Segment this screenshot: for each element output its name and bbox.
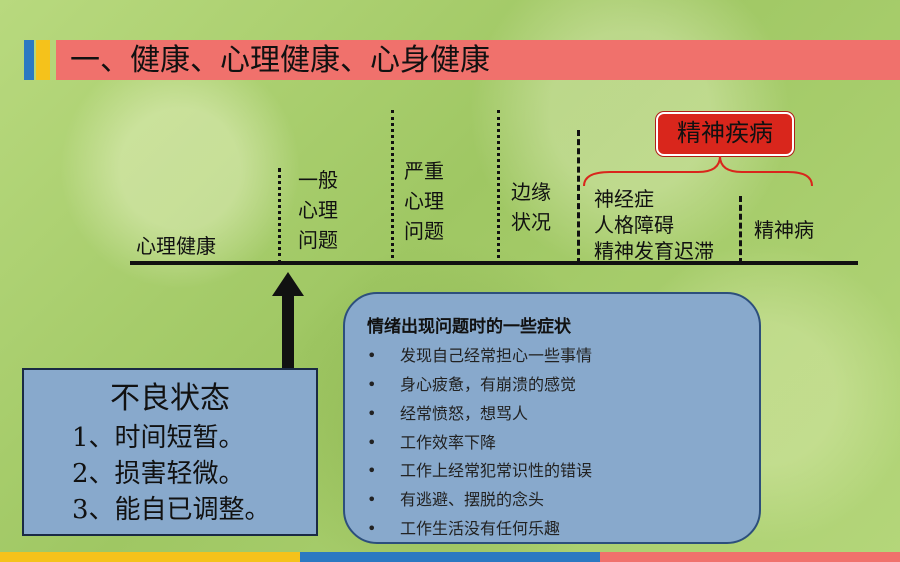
symptom-text: 身心疲惫，有崩溃的感觉: [400, 375, 577, 394]
divider-serious: [391, 110, 394, 264]
neurotic-line1: 神经症: [594, 187, 654, 211]
bullet-icon: •: [367, 433, 377, 452]
bottom-bar-red: [600, 552, 900, 562]
mental-health-label: 心理健康: [136, 234, 216, 258]
serious-problem-line1: 严重: [404, 159, 444, 183]
bullet-icon: •: [367, 375, 377, 394]
borderline-line1: 边缘: [511, 180, 551, 204]
symptoms-panel: [343, 292, 761, 544]
symptom-text: 经常愤怒，想骂人: [400, 404, 529, 423]
serious-problem-line3: 问题: [404, 219, 444, 243]
symptom-item: • 有逃避、摆脱的念头: [367, 489, 544, 511]
title-band: [56, 40, 900, 80]
symptom-item: • 身心疲惫，有崩溃的感觉: [367, 374, 576, 396]
bad-state-item-2: 2、损害轻微。: [72, 459, 245, 489]
mental-illness-brace: [583, 155, 813, 187]
bullet-icon: •: [367, 519, 377, 538]
divider-borderline: [497, 110, 500, 264]
neurotic-line2: 人格障碍: [594, 213, 674, 237]
bullet-icon: •: [367, 461, 377, 480]
symptom-text: 有逃避、摆脱的念头: [400, 490, 545, 509]
general-problem-line1: 一般: [298, 168, 338, 192]
symptom-item: • 工作效率下降: [367, 432, 496, 454]
bad-state-item-3: 3、能自已调整。: [72, 495, 271, 525]
symptom-text: 工作效率下降: [400, 433, 497, 452]
bad-state-item-1: 1、时间短暂。: [72, 423, 245, 453]
symptom-item: • 工作上经常犯常识性的错误: [367, 460, 592, 482]
symptom-item: • 经常愤怒，想骂人: [367, 403, 528, 425]
bad-state-title: 不良状态: [110, 381, 230, 416]
neurotic-line3: 精神发育迟滞: [594, 239, 714, 263]
symptom-text: 工作上经常犯常识性的错误: [400, 461, 593, 480]
spectrum-baseline: [130, 261, 858, 265]
bottom-bar-blue: [300, 552, 600, 562]
symptom-item: • 工作生活没有任何乐趣: [367, 518, 560, 540]
psychosis-label: 精神病: [754, 218, 814, 242]
symptom-item: • 发现自己经常担心一些事情: [367, 345, 592, 367]
divider-general: [278, 168, 281, 264]
page-title: 一、健康、心理健康、心身健康: [70, 43, 490, 78]
serious-problem-line2: 心理: [404, 189, 444, 213]
divider-psychosis: [739, 196, 742, 264]
mental-illness-box: [656, 112, 794, 156]
bullet-icon: •: [367, 346, 377, 365]
divider-neurotic: [577, 130, 580, 264]
symptoms-heading: 情绪出现问题时的一些症状: [367, 317, 571, 337]
up-arrow-icon: [272, 272, 304, 370]
bottom-bar-yellow: [0, 552, 300, 562]
mental-illness-label: 精神疾病: [677, 119, 773, 147]
general-problem-line2: 心理: [298, 198, 338, 222]
borderline-line2: 状况: [511, 210, 551, 234]
symptom-text: 发现自己经常担心一些事情: [400, 346, 593, 365]
bad-state-box: [22, 368, 318, 536]
bullet-icon: •: [367, 404, 377, 423]
title-stripe-blue: [24, 40, 34, 80]
bullet-icon: •: [367, 490, 377, 509]
general-problem-line3: 问题: [298, 228, 338, 252]
title-stripe-yellow: [36, 40, 50, 80]
symptom-text: 工作生活没有任何乐趣: [400, 519, 561, 538]
